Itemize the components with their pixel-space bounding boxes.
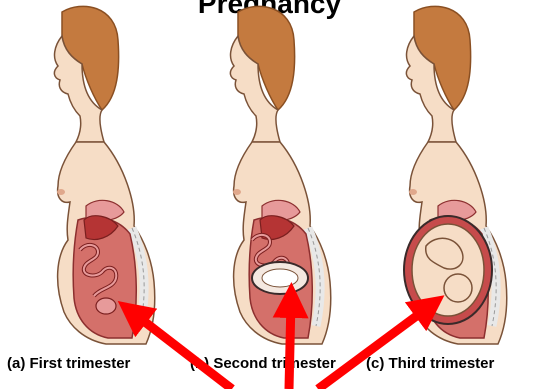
caption-second-trimester: (b) Second trimester: [190, 355, 336, 372]
caption-third-trimester: (c) Third trimester: [366, 355, 494, 372]
first-trimester-figure: [54, 6, 154, 344]
third-trimester-figure: [404, 6, 507, 344]
second-trimester-figure: [230, 6, 330, 344]
caption-first-trimester: (a) First trimester: [7, 355, 130, 372]
